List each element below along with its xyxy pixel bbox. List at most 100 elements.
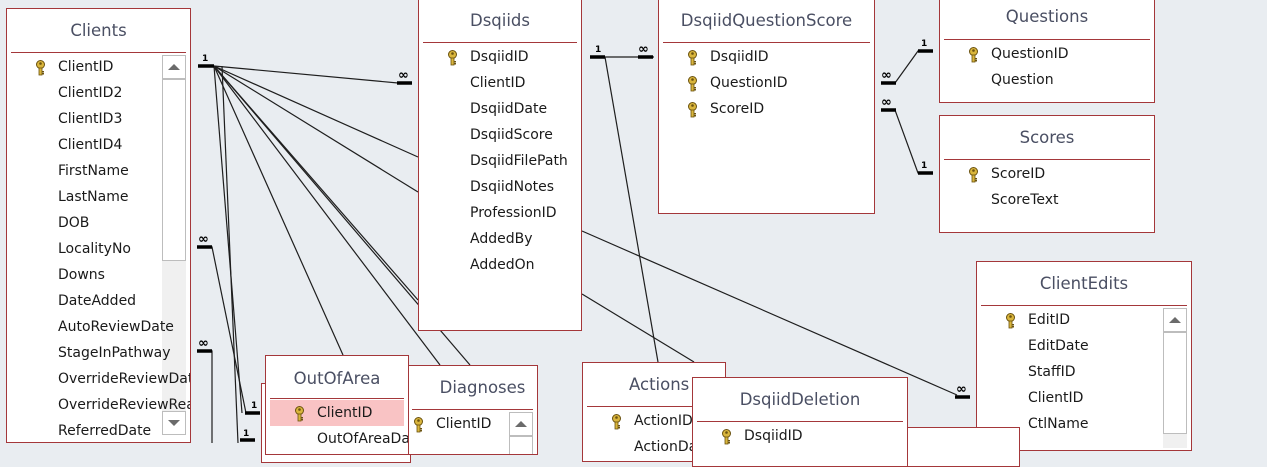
field-name: QuestionID — [991, 46, 1069, 62]
primary-key-icon — [611, 413, 622, 430]
field-row[interactable]: DsqiidID — [659, 44, 874, 70]
scroll-thumb[interactable] — [509, 436, 533, 454]
field-row[interactable]: AddedOn — [419, 252, 581, 278]
field-row[interactable]: DsqiidScore — [419, 122, 581, 148]
field-row[interactable]: Question — [940, 67, 1154, 93]
field-row[interactable]: DsqiidID — [419, 44, 581, 70]
table-out-of-area[interactable]: OutOfArea ClientIDOutOfAreaDate — [265, 355, 409, 455]
relationship-line[interactable] — [604, 56, 659, 363]
field-row[interactable]: ScoreText — [940, 187, 1154, 213]
field-row[interactable]: ClientID3 — [7, 106, 190, 132]
field-row[interactable]: EditID — [977, 307, 1191, 333]
field-row[interactable]: ClientID — [408, 411, 537, 437]
field-name: DsqiidFilePath — [470, 153, 568, 169]
primary-key-icon — [687, 75, 698, 92]
field-row[interactable]: ScoreID — [940, 161, 1154, 187]
field-row[interactable]: StageInPathway — [7, 340, 190, 366]
field-row[interactable]: AutoReviewDate — [7, 314, 190, 340]
table-title[interactable]: DsqiidDeletion — [697, 378, 903, 422]
table-dsqiid-deletion[interactable]: DsqiidDeletion DsqiidID — [692, 377, 908, 467]
field-row[interactable]: OverrideReviewDate — [7, 366, 190, 392]
field-name: DsqiidID — [744, 428, 803, 444]
table-hidden-behind[interactable] — [900, 427, 1020, 467]
field-name: OverrideReviewReason — [58, 397, 190, 413]
scroll-down-button[interactable] — [162, 411, 186, 435]
field-row[interactable]: FirstName — [7, 158, 190, 184]
field-row[interactable]: DOB — [7, 210, 190, 236]
field-row[interactable]: ReferredDate — [7, 418, 190, 442]
relationship-line[interactable] — [213, 65, 419, 158]
chevron-down-icon — [168, 420, 180, 426]
field-row[interactable]: ClientID — [270, 400, 404, 426]
field-row[interactable]: ClientID — [419, 70, 581, 96]
relationship-line[interactable] — [581, 293, 695, 363]
table-questions[interactable]: Questions QuestionID Question — [939, 0, 1155, 103]
field-row[interactable]: ClientID — [977, 385, 1191, 411]
field-row[interactable]: ProfessionID — [419, 200, 581, 226]
field-row[interactable]: ScoreID — [659, 96, 874, 122]
field-row[interactable]: EditDate — [977, 333, 1191, 359]
field-row[interactable]: Downs — [7, 262, 190, 288]
vertical-scrollbar[interactable] — [1163, 308, 1187, 448]
field-row[interactable]: OverrideReviewReason — [7, 392, 190, 418]
cardinality-one-label: 1 — [921, 39, 928, 49]
relationship-line[interactable] — [213, 65, 399, 84]
table-title[interactable]: OutOfArea — [270, 356, 404, 399]
field-row[interactable]: StaffID — [977, 359, 1191, 385]
primary-key-icon — [968, 166, 979, 183]
field-row[interactable]: CtlName — [977, 411, 1191, 437]
table-title[interactable]: ClientEdits — [981, 262, 1187, 306]
field-row[interactable]: QuestionID — [940, 41, 1154, 67]
field-name: Question — [991, 72, 1054, 88]
table-title[interactable]: Scores — [944, 116, 1150, 160]
field-name: ClientID — [58, 59, 114, 75]
field-row[interactable]: DsqiidNotes — [419, 174, 581, 200]
field-row[interactable]: LastName — [7, 184, 190, 210]
field-list: DsqiidID — [693, 422, 907, 449]
relationship-line[interactable] — [213, 65, 441, 366]
field-row[interactable]: ClientID — [7, 54, 190, 80]
scroll-thumb[interactable] — [1163, 332, 1187, 434]
scroll-up-button[interactable] — [1163, 308, 1187, 332]
relationship-line[interactable] — [213, 65, 243, 414]
field-row[interactable]: OutOfAreaDate — [266, 426, 408, 452]
field-name: DateAdded — [58, 293, 137, 309]
relationship-line[interactable] — [198, 246, 258, 414]
field-row[interactable]: LocalityNo — [7, 236, 190, 262]
relationship-line[interactable] — [213, 65, 344, 356]
field-name: ScoreID — [710, 101, 765, 117]
field-row[interactable]: QuestionID — [659, 70, 874, 96]
field-row[interactable]: DsqiidDate — [419, 96, 581, 122]
relationship-line[interactable] — [581, 230, 958, 396]
table-title[interactable]: Diagnoses — [412, 366, 533, 410]
scroll-thumb[interactable] — [162, 79, 186, 261]
field-row[interactable]: ClientID4 — [7, 132, 190, 158]
relationship-line[interactable] — [221, 65, 239, 443]
primary-key-icon — [1005, 312, 1016, 329]
field-row[interactable]: AddedBy — [419, 226, 581, 252]
scroll-up-button[interactable] — [162, 55, 186, 79]
field-row[interactable]: DsqiidFilePath — [419, 148, 581, 174]
scroll-up-button[interactable] — [509, 412, 533, 436]
table-title[interactable]: Questions — [944, 0, 1150, 40]
vertical-scrollbar[interactable] — [162, 55, 186, 435]
field-row[interactable]: DateAdded — [7, 288, 190, 314]
table-title[interactable]: Clients — [11, 9, 186, 53]
table-title[interactable]: Dsqiids — [423, 0, 577, 43]
table-title[interactable]: Actions — [587, 363, 721, 407]
relationship-line[interactable] — [198, 350, 213, 443]
field-row[interactable]: ClientID2 — [7, 80, 190, 106]
field-row[interactable]: ActionID — [583, 408, 725, 434]
relationship-line[interactable] — [213, 65, 419, 193]
field-row[interactable]: DsqiidID — [693, 423, 907, 449]
table-diagnoses[interactable]: Diagnoses ClientID — [407, 365, 538, 455]
table-title[interactable]: DsqiidQuestionScore — [663, 0, 870, 43]
